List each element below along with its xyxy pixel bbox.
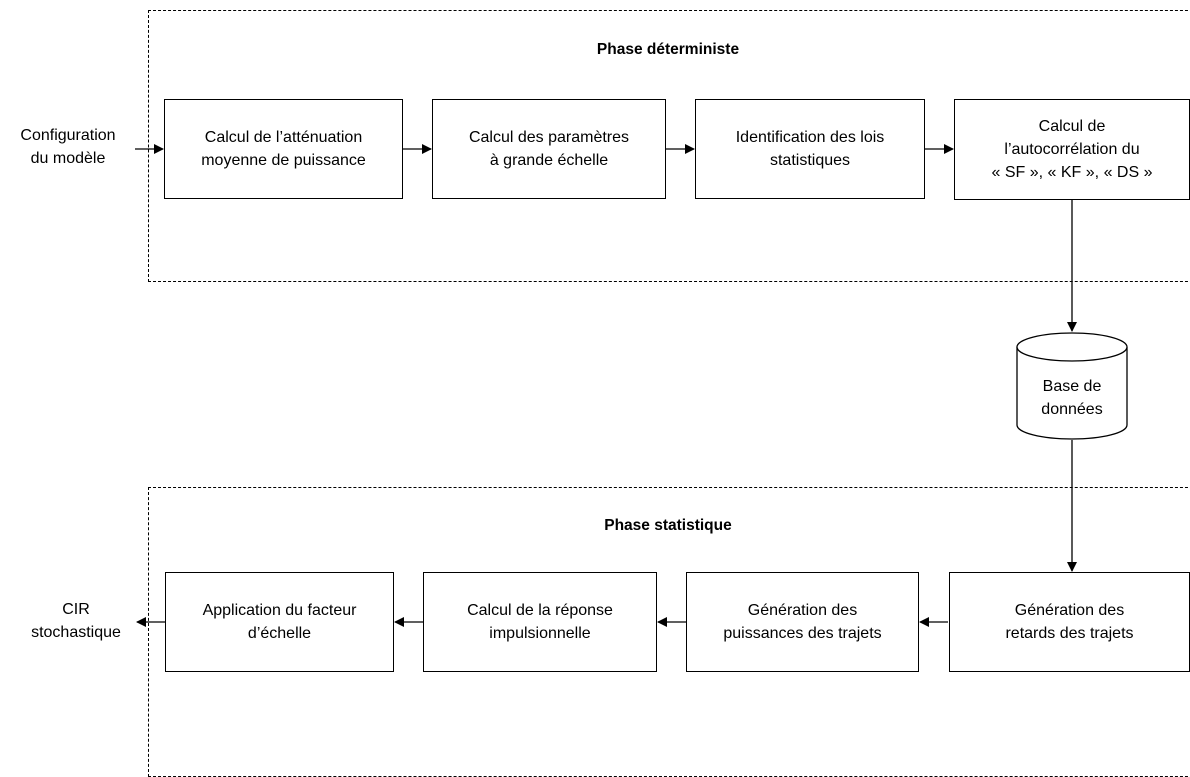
- step-label: Calcul de l’autocorrélation du « SF », «…: [991, 118, 1153, 181]
- connectors: [135, 144, 1128, 627]
- deterministic-step-statistical-laws: Identification des lois statistiques: [695, 99, 925, 199]
- step-label: Calcul des paramètres à grande échelle: [468, 129, 630, 169]
- output-label: CIR stochastique: [31, 601, 121, 641]
- statistical-step-delays: Génération des retards des trajets: [949, 572, 1190, 672]
- deterministic-phase-title: Phase déterministe: [596, 41, 740, 58]
- deterministic-phase-container: [148, 10, 1190, 282]
- step-label: Calcul de l’atténuation moyenne de puiss…: [201, 129, 366, 169]
- input-label: Configuration du modèle: [20, 127, 116, 167]
- diagram: Phase déterministe Phase statistique Con…: [20, 10, 1190, 777]
- statistical-step-impulse-response: Calcul de la réponse impulsionnelle: [423, 572, 657, 672]
- deterministic-step-large-scale-parameters: Calcul des paramètres à grande échelle: [432, 99, 666, 199]
- step-label: Identification des lois statistiques: [735, 129, 885, 169]
- deterministic-step-autocorrelation: Calcul de l’autocorrélation du « SF », «…: [954, 99, 1190, 200]
- step-label: Application du facteur d’échelle: [202, 602, 357, 642]
- step-label: Génération des retards des trajets: [1005, 602, 1134, 642]
- statistical-phase-title: Phase statistique: [604, 517, 732, 534]
- database-label: Base de données: [1041, 378, 1103, 418]
- statistical-step-scale-factor: Application du facteur d’échelle: [165, 572, 394, 672]
- step-label: Calcul de la réponse impulsionnelle: [467, 602, 613, 642]
- step-label: Génération des puissances des trajets: [723, 602, 882, 642]
- deterministic-step-attenuation: Calcul de l’atténuation moyenne de puiss…: [164, 99, 403, 199]
- statistical-step-powers: Génération des puissances des trajets: [686, 572, 919, 672]
- database-cylinder-icon: [1016, 332, 1128, 440]
